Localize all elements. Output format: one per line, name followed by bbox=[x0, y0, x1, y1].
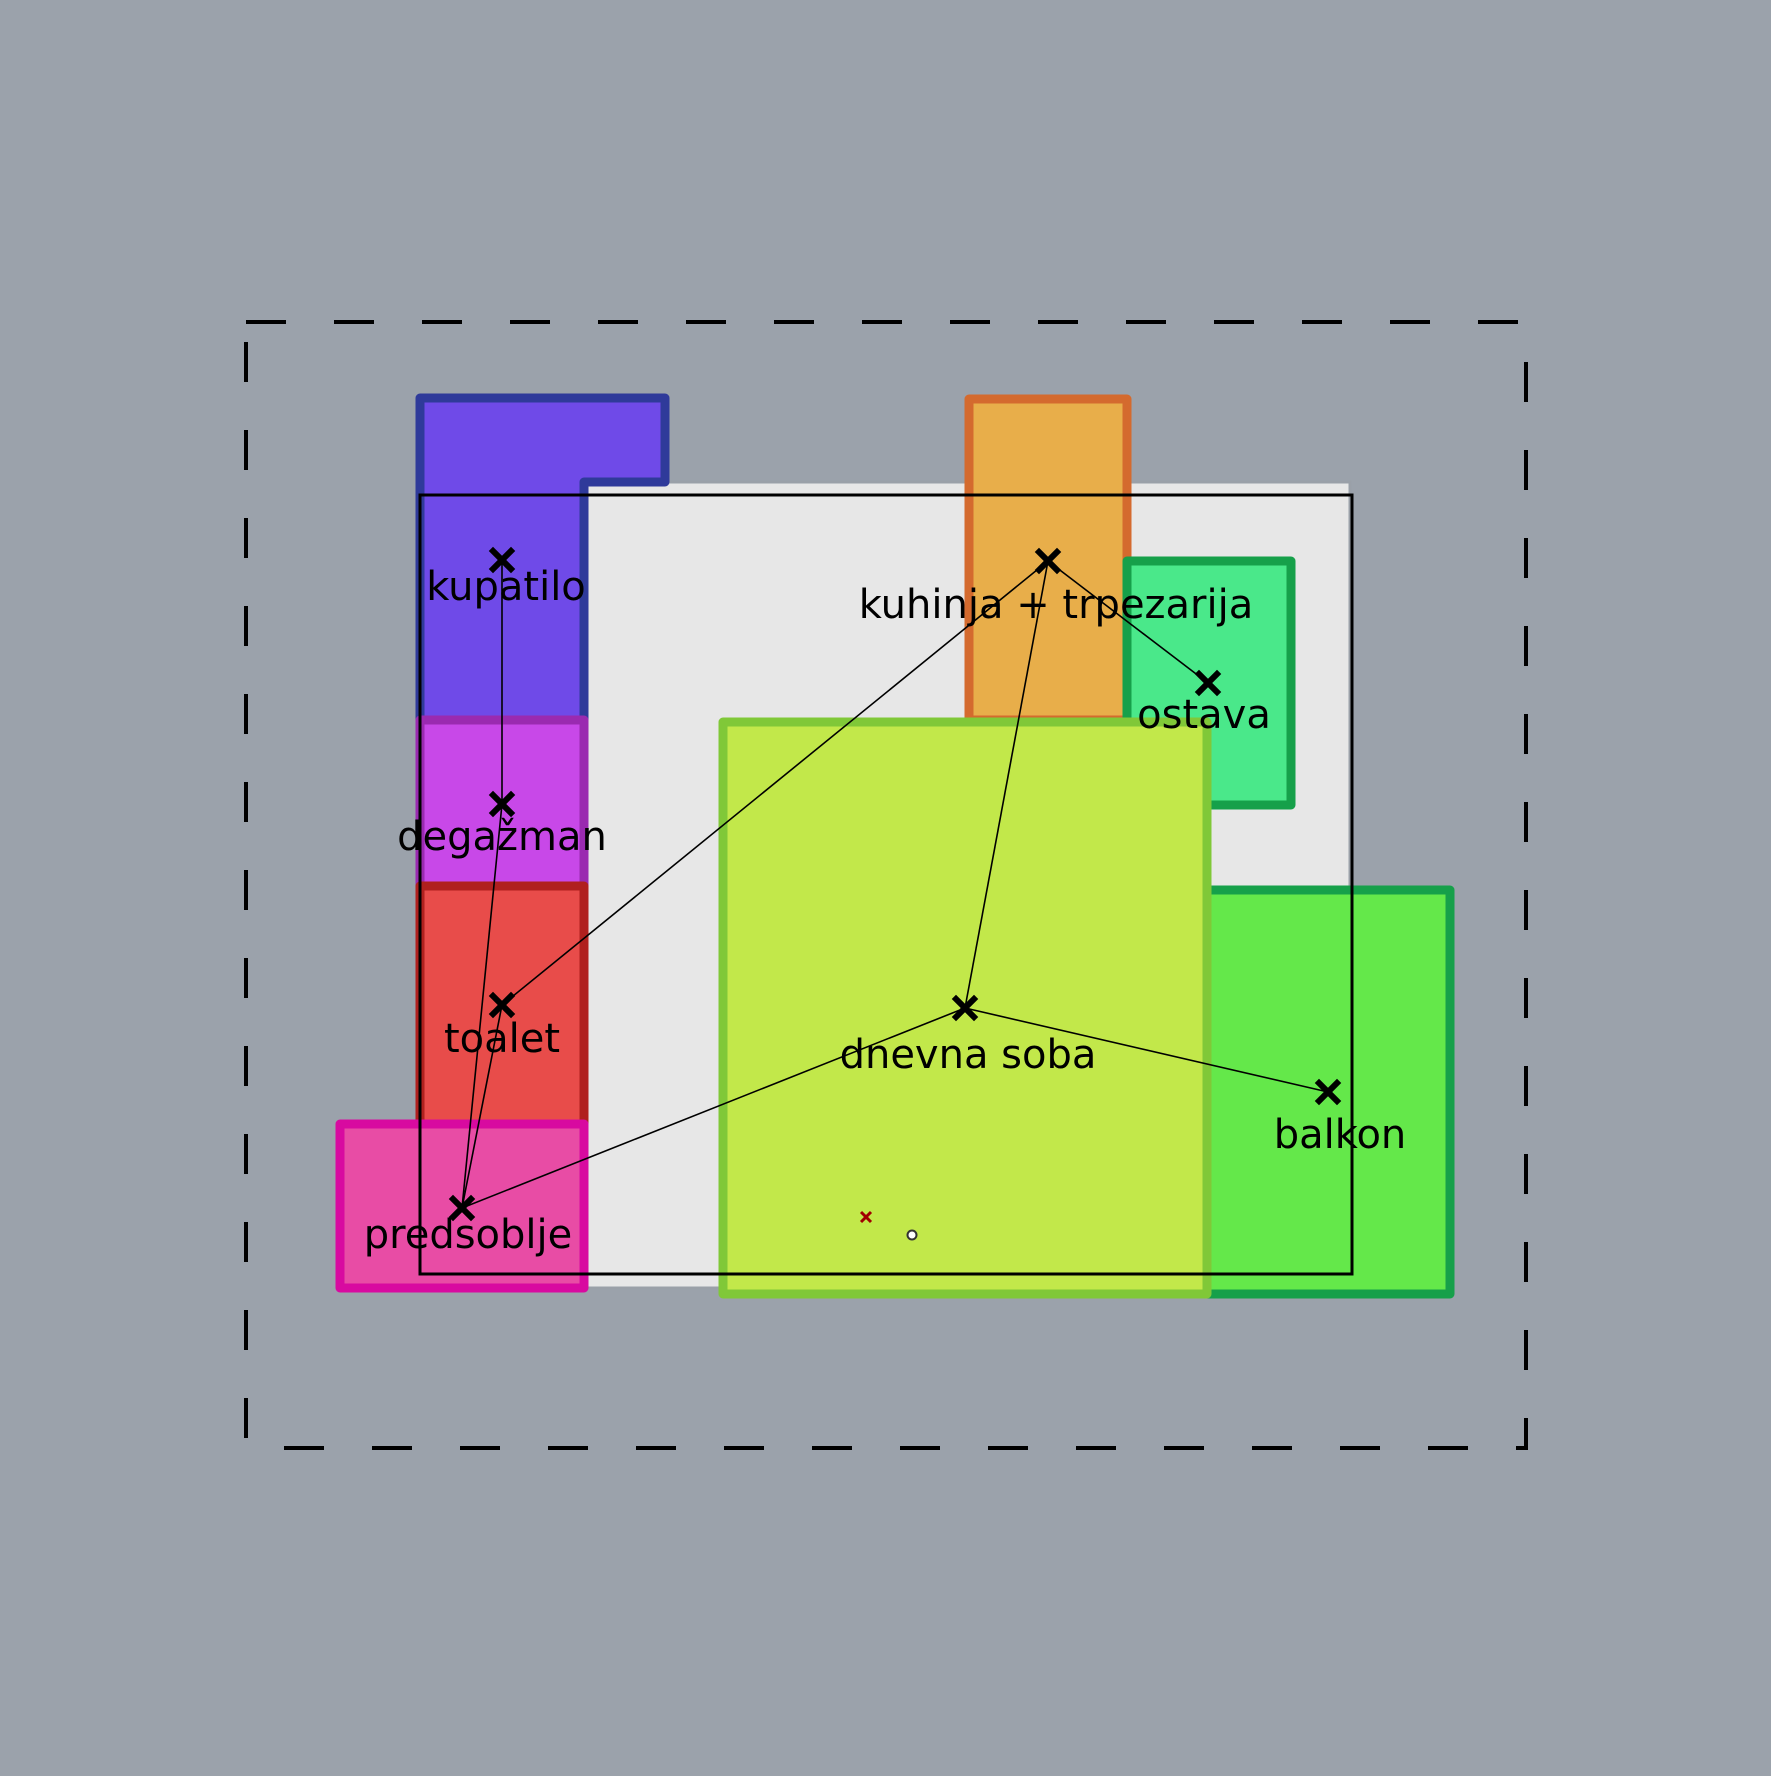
site-boundary-dashed bbox=[244, 320, 1528, 1450]
connection-toalet-kuhinja bbox=[501, 560, 1049, 1006]
room-label-kupatilo: kupatilo bbox=[426, 564, 586, 610]
node-marker-balkon bbox=[1314, 1078, 1342, 1106]
node-marker-kupatilo bbox=[488, 546, 516, 574]
room-label-predsoblje: predsoblje bbox=[364, 1212, 573, 1258]
small-circle-marker bbox=[906, 1229, 918, 1241]
room-label-toalet: toalet bbox=[444, 1016, 560, 1062]
connections-layer bbox=[461, 560, 1329, 1209]
room-label-kuhinja: kuhinja + trpezarija bbox=[859, 582, 1254, 628]
room-label-balkon: balkon bbox=[1274, 1112, 1407, 1158]
node-marker-dnevna-soba bbox=[951, 994, 979, 1022]
node-marker-predsoblje bbox=[448, 1194, 476, 1222]
node-marker-toalet bbox=[488, 991, 516, 1019]
connection-degazman-predsoblje bbox=[461, 803, 503, 1209]
connection-dnevna-soba-predsoblje bbox=[461, 1007, 966, 1209]
nodes-layer bbox=[448, 546, 1342, 1222]
connection-dnevna-soba-balkon bbox=[964, 1007, 1329, 1093]
connection-toalet-predsoblje bbox=[461, 1004, 503, 1209]
labels-layer: kupatilo degažman toalet predsoblje kuhinja … bbox=[364, 564, 1407, 1258]
small-cross-marker bbox=[859, 1210, 873, 1224]
node-marker-degazman bbox=[488, 790, 516, 818]
connection-kuhinja-dnevna-soba bbox=[964, 560, 1049, 1009]
room-label-degazman: degažman bbox=[397, 814, 607, 860]
node-marker-ostava bbox=[1194, 669, 1222, 697]
connection-kuhinja-ostava bbox=[1047, 560, 1209, 684]
apartment-outline bbox=[418, 493, 1354, 1276]
node-marker-kuhinja bbox=[1034, 547, 1062, 575]
room-label-ostava: ostava bbox=[1137, 692, 1271, 738]
room-label-dnevna-soba: dnevna soba bbox=[840, 1032, 1097, 1078]
